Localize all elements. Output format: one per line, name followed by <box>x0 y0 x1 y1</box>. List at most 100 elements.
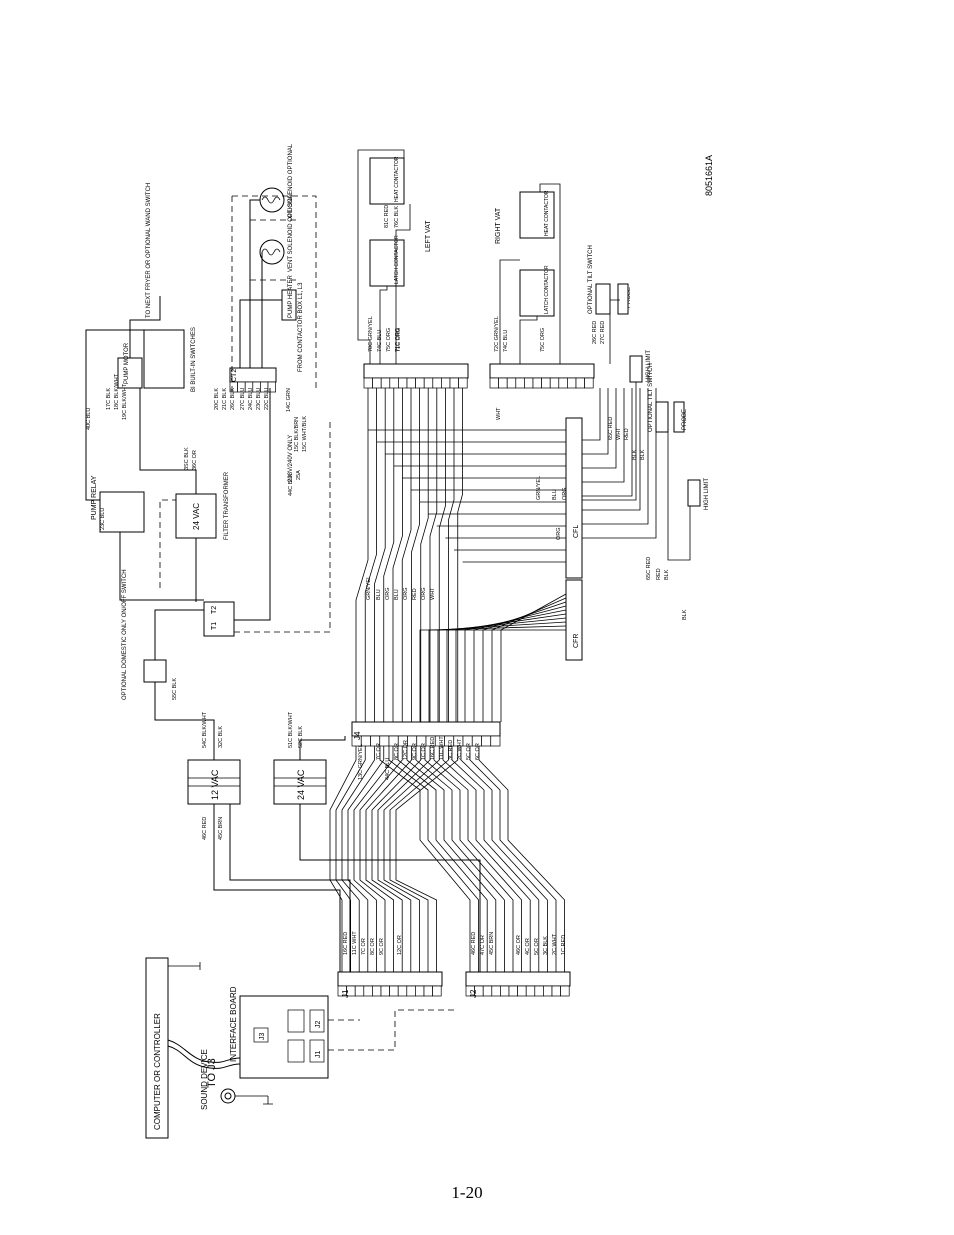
vat-left-pin <box>372 377 382 389</box>
wire-label: 21C BLK <box>222 388 228 410</box>
builtin-switches-label: BI BUILT-IN SWITCHES <box>191 327 197 392</box>
wire-label: WHT <box>496 407 502 420</box>
connector-j2-top <box>465 971 571 987</box>
cfr-connector <box>565 579 583 661</box>
j4-pin <box>490 735 501 747</box>
harness-wire-right <box>582 388 657 539</box>
vat-right-pin <box>524 377 534 389</box>
j1-pin <box>389 985 399 997</box>
power-wire <box>213 804 341 972</box>
wire-label: 1C RED <box>561 935 567 955</box>
transformer-12vac <box>187 759 241 805</box>
harness-wire-j1 <box>395 746 459 972</box>
left-vat-label: LEFT VAT <box>425 220 432 252</box>
harness-wire-j4-left <box>355 388 369 722</box>
wire-label: 13C GRN/YEL <box>358 744 364 780</box>
wire-label: 6C OR <box>475 743 481 760</box>
oil-solenoid-coil <box>261 196 281 204</box>
filter-transformer-vac: 24 VAC <box>192 503 201 530</box>
wire-label: 22C BLU <box>264 388 270 410</box>
computer-box <box>145 957 169 1139</box>
vat-right-pin <box>558 377 568 389</box>
harness-wire-j1 <box>341 746 375 972</box>
j1-pin <box>432 985 442 997</box>
wire-label: 2C WHT <box>457 738 463 760</box>
transformer-12vac-core <box>188 777 240 787</box>
j4-label: J4 <box>353 731 362 740</box>
terminal-block-t1-t2 <box>203 601 235 637</box>
vat-left-pin <box>363 377 373 389</box>
wire-label: 5C OR <box>534 938 540 955</box>
wire-label: 81C RED <box>384 205 390 228</box>
probe-right-label: PROBE <box>626 287 632 308</box>
connector-left-vat <box>363 363 469 379</box>
transformer-24vac <box>273 759 327 805</box>
harness-wire-right <box>582 388 649 525</box>
vat-left-pin <box>398 377 408 389</box>
wire-label: 72C GRN/YEL <box>494 316 500 352</box>
wire-label: 65C RED <box>608 417 614 440</box>
harness-wire-j4-left <box>364 388 377 722</box>
wire-label: RED <box>656 568 662 580</box>
harness-wire-j2 <box>433 746 522 972</box>
filter-transformer <box>175 493 217 539</box>
wire-label: 27C BLU <box>240 388 246 410</box>
wire-label: 74C BLU <box>377 330 383 352</box>
wire-label: BLK <box>664 569 670 580</box>
wire-label: 75C ORG <box>386 328 392 352</box>
wire-label: BLK <box>640 449 646 460</box>
wire-label: 3C RED <box>448 740 454 760</box>
wire-label: 74C BLU <box>503 330 509 352</box>
probe-right <box>617 283 629 315</box>
harness-wire-j4-cfr <box>446 617 567 722</box>
power-wire <box>234 388 271 621</box>
power-wire <box>154 609 204 660</box>
right-vat-wire <box>539 183 561 364</box>
vat-right-pin <box>506 377 517 389</box>
board-j1-label: J1 <box>315 1051 322 1059</box>
j2-pin <box>508 985 518 997</box>
wire-label: 7C OR <box>361 938 367 955</box>
wire-label: 11C WHT <box>439 736 445 760</box>
wire-label: GRN/YEL <box>366 576 372 600</box>
wire-label: 32C BLK <box>218 726 224 748</box>
harness-wire-j4-cfr <box>482 601 567 722</box>
probe-left-label: PROBE <box>682 409 688 430</box>
j1-pin <box>363 985 373 997</box>
bypass-wire <box>159 499 176 588</box>
harness-wire-right <box>582 388 609 455</box>
vat-right-pin <box>498 377 508 389</box>
left-vat-wire <box>357 149 405 364</box>
j3-label: J3 <box>259 1033 266 1041</box>
harness-wire-j4-left <box>429 388 438 722</box>
wire-label: 71C ORG <box>396 328 402 352</box>
right-vat-wire <box>519 316 538 364</box>
wire-label: 15C BLK/BRN <box>294 417 300 452</box>
filter-wire <box>139 388 197 494</box>
interface-board <box>239 995 329 1079</box>
page-number: 1-20 <box>451 1183 483 1202</box>
connector-j1-top <box>337 971 443 987</box>
right-vat-label: RIGHT VAT <box>495 207 502 244</box>
harness-wire-j2 <box>406 746 497 972</box>
board-to-j1-dashed <box>328 1009 455 1051</box>
left-vat-wire <box>395 204 411 364</box>
wire-label: BLK <box>632 449 638 460</box>
tilt-wire <box>609 299 620 364</box>
pump-heater-label: PUMP HEATER <box>288 275 294 318</box>
harness-wire-j1 <box>389 746 449 972</box>
harness-wire-j4-left <box>411 388 420 722</box>
probe-left <box>673 401 685 433</box>
harness-wire-j4-left <box>383 388 395 722</box>
board-relay-1 <box>287 1039 305 1063</box>
heat-contactor-right-label: HEAT CONTACTOR <box>544 190 550 236</box>
j2-pin <box>551 985 561 997</box>
transformer-12vac-label: 12 VAC <box>210 769 220 800</box>
vat-left-pin <box>389 377 399 389</box>
drawing-number: 8051661A <box>704 155 714 196</box>
j3-connector <box>253 1027 269 1043</box>
high-limit-left-label: HIGH LIMIT <box>704 478 710 510</box>
to-next-fryer-label: TO NEXT FRYER OR OPTIONAL WAND SWITCH <box>146 183 152 318</box>
board-relay-2 <box>287 1009 305 1033</box>
pump-heater <box>281 289 297 321</box>
